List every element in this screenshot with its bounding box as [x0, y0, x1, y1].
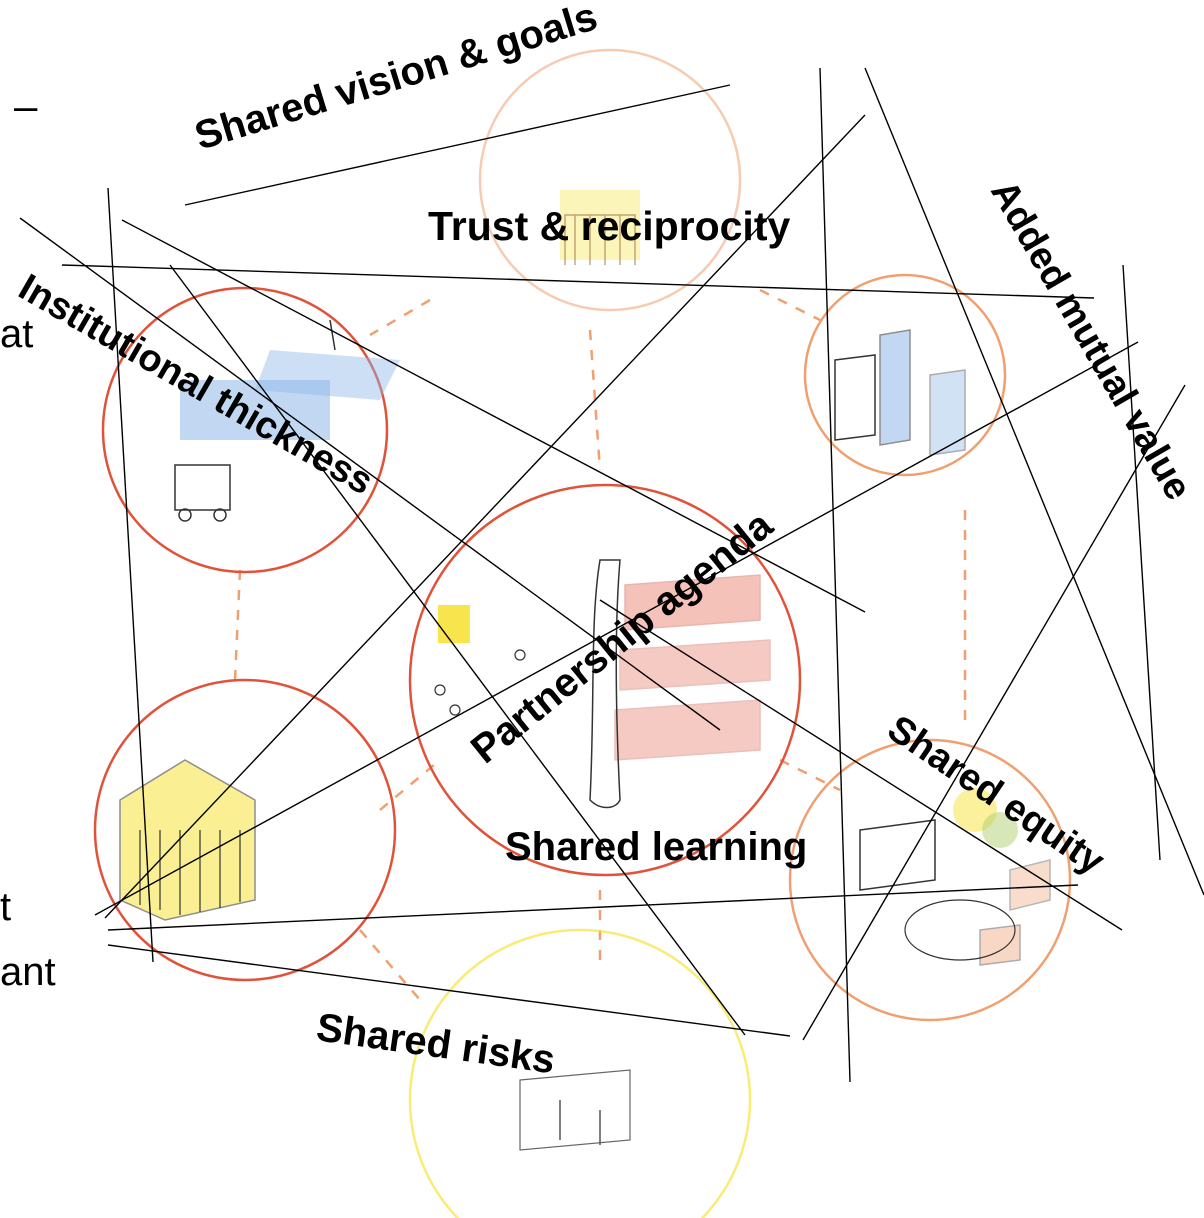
sketch-background [93, 48, 1072, 1218]
sketch-circle-upper-left [101, 286, 400, 574]
edge-t: t [0, 885, 11, 929]
edge-ant: ant [0, 950, 56, 994]
labels: Shared vision & goals Trust & reciprocit… [12, 0, 1200, 1082]
overlay-lines [19, 67, 1204, 1083]
sketch-circle-upper-right [803, 273, 1007, 477]
sketch-circle-lower-right [788, 738, 1072, 1022]
label-trust-reciprocity: Trust & reciprocity [428, 203, 790, 249]
sketch-circle-lower-left [93, 678, 397, 982]
edge-dash: – [14, 82, 38, 129]
label-added-mutual-value: Added mutual value [982, 174, 1199, 508]
sketch-circle-center [408, 483, 802, 877]
label-shared-equity: Shared equity [880, 708, 1112, 883]
edge-text-fragments: – at t ant [0, 82, 56, 994]
edge-at: at [0, 312, 33, 356]
sketch-circle-top [478, 48, 742, 312]
label-shared-vision: Shared vision & goals [190, 0, 602, 159]
label-shared-risks: Shared risks [314, 1005, 558, 1082]
label-shared-learning: Shared learning [505, 825, 807, 869]
sketch-circle-bottom [408, 928, 752, 1218]
